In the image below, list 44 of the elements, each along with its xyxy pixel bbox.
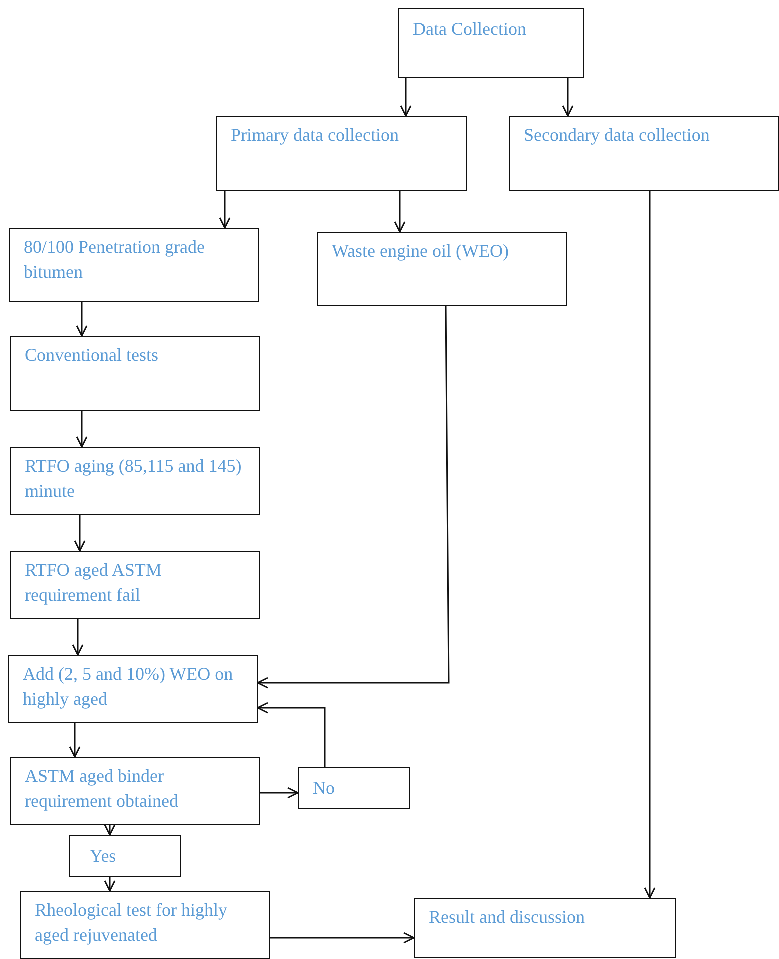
box-label: Data Collection bbox=[413, 18, 526, 41]
arrow bbox=[257, 702, 326, 767]
process-box bbox=[414, 898, 676, 958]
arrow bbox=[69, 723, 81, 758]
process-box bbox=[20, 891, 270, 959]
box-label: Yes bbox=[90, 845, 116, 868]
box-label: Conventional tests bbox=[25, 344, 158, 367]
arrow bbox=[257, 306, 450, 689]
process-box bbox=[317, 232, 567, 306]
box-label: Rheological test for highly aged rejuvenated bbox=[35, 899, 228, 948]
box-label: Add (2, 5 and 10%) WEO on highly aged bbox=[23, 663, 234, 712]
arrow bbox=[644, 191, 656, 899]
process-box bbox=[9, 228, 259, 302]
box-label: 80/100 Penetration grade bitumen bbox=[24, 236, 206, 284]
arrow bbox=[76, 411, 88, 448]
arrow bbox=[72, 619, 84, 656]
process-box bbox=[10, 757, 260, 825]
box-label: RTFO aging (85,115 and 145) minute bbox=[25, 455, 243, 504]
process-box bbox=[298, 767, 410, 809]
process-box bbox=[69, 835, 181, 877]
arrow bbox=[74, 515, 86, 552]
process-box bbox=[10, 551, 260, 619]
process-box bbox=[216, 116, 467, 191]
arrow bbox=[394, 191, 406, 233]
arrow bbox=[104, 877, 116, 892]
box-label: Secondary data collection bbox=[524, 124, 710, 147]
arrow bbox=[562, 78, 574, 117]
box-label: Waste engine oil (WEO) bbox=[332, 240, 509, 263]
box-label: Primary data collection bbox=[231, 124, 399, 147]
box-label: No bbox=[313, 777, 335, 800]
process-box bbox=[509, 116, 779, 191]
box-label: Result and discussion bbox=[429, 906, 585, 929]
process-box bbox=[8, 655, 258, 723]
process-box bbox=[10, 447, 260, 515]
box-label: RTFO aged ASTM requirement fail bbox=[25, 559, 163, 608]
arrow bbox=[219, 191, 231, 229]
arrow bbox=[104, 824, 116, 836]
box-label: ASTM aged binder requirement obtained bbox=[25, 765, 180, 814]
arrow bbox=[76, 302, 88, 337]
arrow bbox=[400, 78, 412, 117]
process-box bbox=[398, 8, 584, 78]
arrow bbox=[270, 932, 415, 944]
arrow bbox=[260, 787, 299, 799]
process-box bbox=[10, 336, 260, 411]
